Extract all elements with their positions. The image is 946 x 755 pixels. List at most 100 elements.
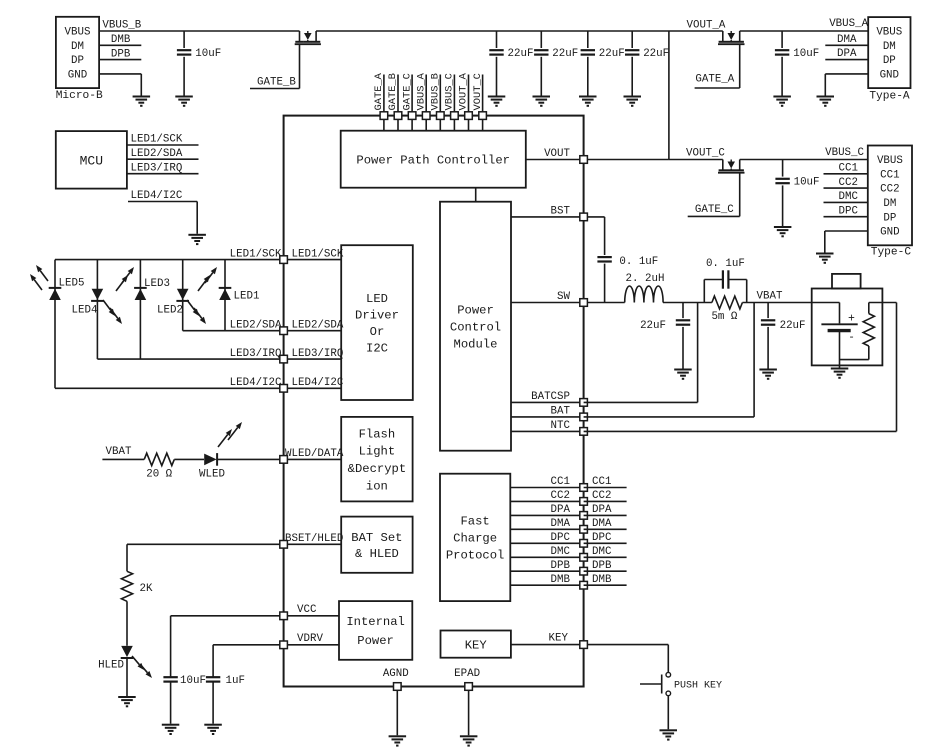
net-label-dpa: DPA [837, 48, 857, 60]
led5-label: LED5 [59, 278, 85, 290]
ground-10uf-vcc [161, 723, 180, 735]
ground-10uf-type-c [773, 226, 792, 238]
ground-bar [467, 744, 470, 747]
resistor-2k [119, 570, 135, 603]
pin-label-cc1-in: CC1 [551, 476, 570, 488]
diode-triangle [91, 288, 104, 300]
pin-label-led4-i2c-in: LED4/I2C [292, 377, 344, 389]
ground-bar [164, 726, 177, 729]
arrow-head [108, 308, 115, 316]
cap-value-1uf: 1uF [226, 675, 245, 687]
pin-square-vbus-a [421, 111, 431, 121]
net-label-cc2: CC2 [839, 177, 858, 189]
ground-bar [182, 104, 186, 107]
ground-bar [584, 101, 591, 104]
pin-square-agnd [392, 681, 402, 692]
block-flash-light-label: Light [359, 445, 396, 459]
ground-bar [125, 705, 129, 708]
pin-square-sw [579, 297, 589, 308]
type-c-connector-box [866, 144, 913, 247]
cap-value-10uf: 10uF [180, 675, 206, 687]
pin-label-dmb-in: DMB [551, 574, 571, 586]
ground-bar [211, 733, 215, 735]
ground-1uf-vdrv [204, 723, 222, 735]
pin-square-key [579, 640, 589, 650]
diode-triangle [134, 288, 147, 300]
push-key-label: PUSH KEY [674, 680, 722, 691]
inductor-label: 2. 2uH [626, 273, 665, 285]
cap-value-22uf: 22uF [508, 48, 534, 60]
pin-label-dpa-in: DPA [551, 504, 571, 516]
led3-label: LED3 [144, 278, 170, 290]
ground-bar [836, 373, 843, 376]
ground-bar [140, 104, 143, 107]
mcu-led4-ground [188, 233, 206, 246]
ground-bar [167, 729, 174, 732]
pmos-body-arrow [727, 161, 735, 169]
block-flash-light-label: &Decrypt [348, 462, 407, 476]
pin-label-led4-i2c-out: LED4/I2C [230, 377, 282, 389]
ground-bar [680, 374, 686, 377]
capacitor-0p1uf-sense [721, 270, 730, 289]
ground-bar [822, 101, 829, 104]
led2-arrow [193, 307, 206, 324]
cap-value-22uf-vbat: 22uF [780, 320, 806, 332]
ground-bar [181, 101, 187, 104]
pin-label-led2-sda-in: LED2/SDA [292, 320, 344, 332]
mcu-signal-label: LED3/IRQ [131, 162, 183, 174]
net-label-dpb: DPB [111, 48, 131, 60]
ground-bar [535, 98, 548, 101]
block-power-path-controller-label: Power Path Controller [356, 153, 510, 167]
ground-bar [779, 101, 785, 104]
block-led-driver-label: Driver [355, 309, 399, 323]
mcu-signal-label: LED2/SDA [131, 148, 183, 160]
pin-label-dma-in: DMA [551, 518, 571, 530]
ground-22uf-vbat [759, 368, 777, 380]
pin-label-cc2-in: CC2 [551, 490, 570, 502]
arrow-head [137, 663, 144, 670]
net-label-vbat: VBAT [757, 290, 783, 302]
pin-label-dpa-out: DPA [592, 504, 612, 516]
pin-label-led3-irq-in: LED3/IRQ [292, 348, 344, 360]
block-led-driver-label: LED [366, 292, 388, 306]
pin-label-key-in: KEY [549, 633, 569, 645]
ground-bar [582, 98, 594, 101]
diode-triangle [204, 453, 217, 466]
mcu-box [54, 130, 128, 190]
net-label-gate-b: GATE_B [257, 76, 296, 88]
ground-bar [659, 729, 677, 732]
arrow-head [225, 429, 232, 437]
ground-bar [191, 236, 203, 239]
cap-value-22uf: 22uF [552, 48, 578, 60]
capacitor-10uf-type-c [775, 177, 790, 185]
hled-arrow [131, 655, 144, 670]
net-label-vout-c: VOUT_C [686, 147, 725, 159]
pin-label-ntc-in: NTC [551, 420, 571, 432]
net-label-vbus-b: VBUS_B [102, 19, 141, 31]
ground-bar [819, 98, 832, 101]
arrow-head [199, 316, 206, 324]
ground-bar [824, 104, 827, 107]
arrow-head [115, 316, 122, 324]
diode-triangle [219, 288, 231, 300]
arrow-shaft [121, 272, 131, 284]
arrow-head [235, 422, 242, 430]
arrow-head [192, 308, 199, 316]
ground-bar [196, 243, 199, 246]
ground-bar [823, 261, 826, 264]
ground-bar [762, 371, 774, 374]
micro-b-pin-label: VBUS [65, 27, 91, 39]
block-power-control-module-label: Power [457, 303, 494, 317]
ground-bar [665, 735, 672, 738]
arrow-shaft [109, 307, 119, 319]
block-key-label: KEY [465, 638, 488, 652]
ground-bar [121, 699, 133, 702]
ground-bar [396, 744, 399, 747]
wled-label: WLED [199, 469, 225, 481]
mcu-signal-label: LED4/I2C [131, 190, 183, 202]
wled-arrow [217, 429, 232, 448]
pin-label-epad: EPAD [454, 668, 480, 680]
